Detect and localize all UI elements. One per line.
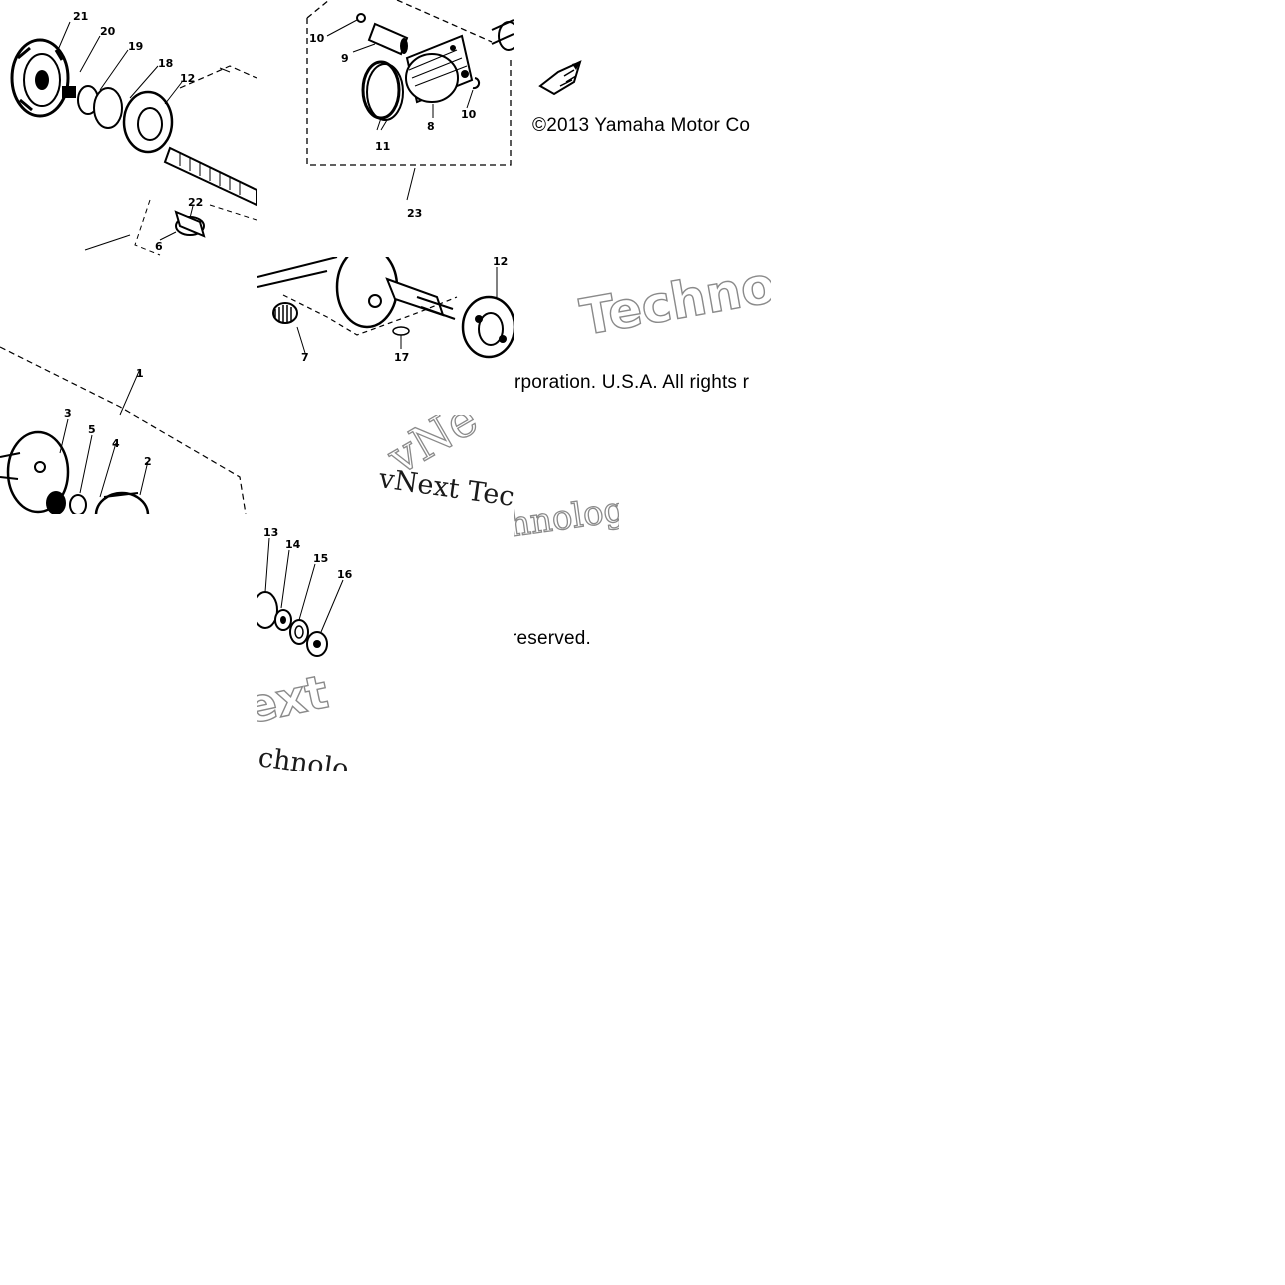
callout-3: 3 xyxy=(64,407,72,420)
watermark-chnolo: chnolo xyxy=(257,742,351,771)
callout-1: 1 xyxy=(136,367,144,380)
diagram-tile-middle-left: 1 3 5 4 2 xyxy=(0,257,257,514)
callout-12-middle: 12 xyxy=(493,257,508,268)
callout-7: 7 xyxy=(301,351,309,364)
copyright-line-2: rporation. U.S.A. All rights r xyxy=(514,372,750,393)
watermark-vnext: vNe vNext Tec xyxy=(376,415,514,513)
callout-5: 5 xyxy=(88,423,96,436)
callout-23: 23 xyxy=(407,207,422,220)
copyright-line-1: ©2013 Yamaha Motor Co xyxy=(532,115,751,136)
callout-14: 14 xyxy=(285,538,301,551)
crank-gear-drawing: 21 20 19 18 12 22 6 xyxy=(10,10,257,256)
diagram-tile-top-middle: 10 9 8 10 11 23 xyxy=(257,0,514,257)
callout-9: 9 xyxy=(341,52,349,65)
watermark-techno: Techno xyxy=(575,257,771,348)
copyright-line-3: reserved. xyxy=(514,628,592,649)
callout-22: 22 xyxy=(188,196,203,209)
callout-19: 19 xyxy=(128,40,143,53)
diagram-tile-bottom-middle: 13 14 15 16 ext chnolo xyxy=(257,514,362,771)
callout-13: 13 xyxy=(263,526,278,539)
callout-16: 16 xyxy=(337,568,353,581)
callout-4: 4 xyxy=(112,437,120,450)
front-arrow-icon xyxy=(538,60,582,96)
diagram-tile-top-right: ©2013 Yamaha Motor Co xyxy=(514,0,771,257)
svg-text:vNext Tec: vNext Tec xyxy=(376,463,514,513)
callout-21: 21 xyxy=(73,10,88,23)
callout-12: 12 xyxy=(180,72,195,85)
callout-10-left: 10 xyxy=(309,32,325,45)
diagram-tile-bottom-right: reserved. xyxy=(514,600,619,660)
watermark-hnolog: hnolog xyxy=(514,500,619,542)
svg-text:hnolog: hnolog xyxy=(514,500,619,542)
callout-20: 20 xyxy=(100,25,116,38)
crank-assembly-drawing: 1 3 5 4 2 xyxy=(0,346,247,514)
diagram-tile-serif-watermark: vNe vNext Tec xyxy=(360,415,514,514)
callout-8: 8 xyxy=(427,120,435,133)
washer-drawing: 13 14 15 16 ext chnolo xyxy=(257,526,353,771)
callout-15: 15 xyxy=(313,552,328,565)
callout-11: 11 xyxy=(375,140,390,153)
diagram-tile-middle-right: Techno rporation. U.S.A. All rights r xyxy=(514,257,771,514)
diagram-tile-top-left: 21 20 19 18 12 22 6 xyxy=(0,0,257,257)
svg-text:Techno: Techno xyxy=(576,257,771,347)
callout-6: 6 xyxy=(155,240,163,253)
callout-18: 18 xyxy=(158,57,173,70)
callout-10-right: 10 xyxy=(461,108,477,121)
crank-web-drawing: 12 7 17 xyxy=(257,257,514,364)
diagram-tile-small: hnolog xyxy=(514,500,619,542)
piston-drawing: 10 9 8 10 11 23 xyxy=(306,0,514,220)
callout-17: 17 xyxy=(394,351,409,364)
callout-2: 2 xyxy=(144,455,152,468)
watermark-ext: ext xyxy=(257,664,333,734)
